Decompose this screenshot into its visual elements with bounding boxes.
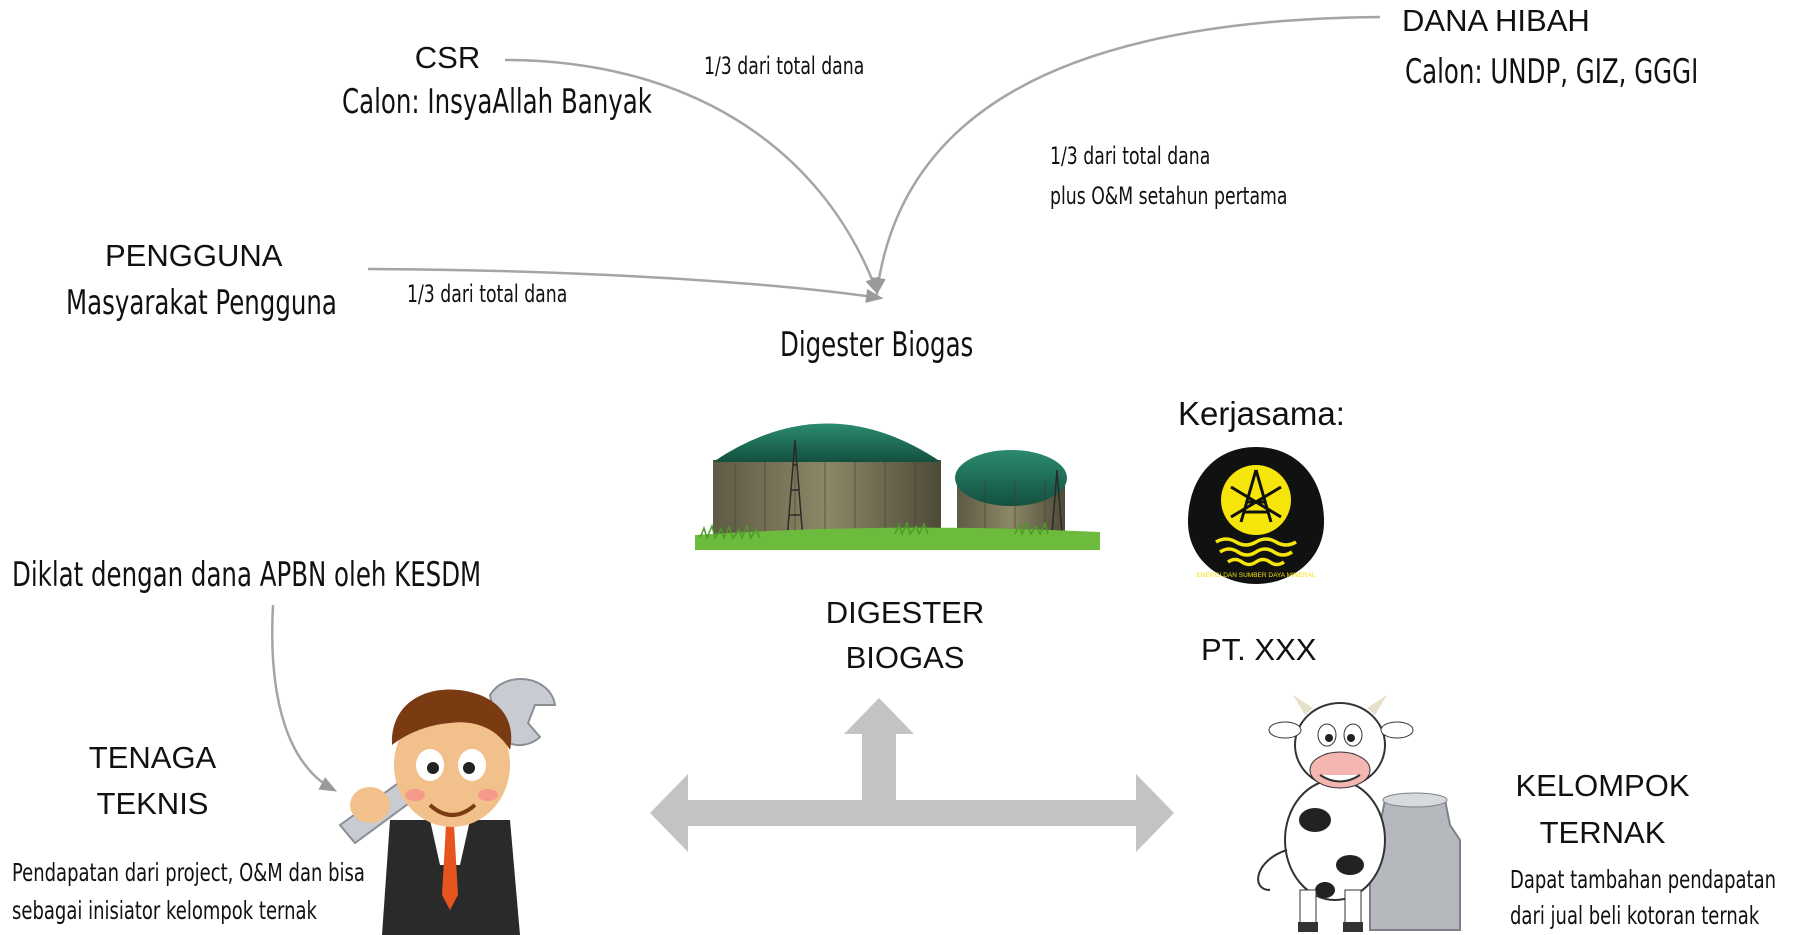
teknis-desc-line2: sebagai inisiator kelompok ternak	[12, 896, 317, 925]
cow-image	[1257, 695, 1461, 932]
teknis-desc-line1: Pendapatan dari project, O&M dan bisa	[12, 858, 365, 887]
technician-image	[338, 678, 557, 935]
biogas-tanks-image	[695, 423, 1100, 550]
csr-subtitle: Calon: InsyaAllah Banyak	[342, 82, 652, 122]
target-label: Digester Biogas	[780, 325, 974, 365]
diklat-label: Diklat dengan dana APBN oleh KESDM	[12, 555, 482, 595]
pengguna-share-label: 1/3 dari total dana	[407, 280, 568, 308]
diklat-flow-arrow	[271, 604, 338, 792]
csr-share-label: 1/3 dari total dana	[704, 52, 865, 80]
ternak-title-line1: KELOMPOK	[1515, 768, 1690, 803]
digester-label-line1: DIGESTER	[825, 595, 985, 630]
esdm-logo-text: ENERGI DAN SUMBER DAYA MINERAL	[1197, 572, 1316, 579]
esdm-logo: ENERGI DAN SUMBER DAYA MINERAL	[1188, 447, 1324, 584]
ternak-desc-line1: Dapat tambahan pendapatan	[1510, 865, 1776, 894]
csr-flow-arrow	[504, 58, 879, 296]
hibah-share-label-1: 1/3 dari total dana	[1050, 142, 1211, 170]
hibah-title: DANA HIBAH	[1402, 3, 1590, 38]
teknis-title-line1: TENAGA	[88, 740, 217, 775]
company-label: PT. XXX	[1201, 632, 1317, 667]
pengguna-title: PENGGUNA	[105, 238, 283, 273]
hibah-flow-arrow	[871, 15, 1381, 296]
csr-title: CSR	[414, 40, 481, 75]
pengguna-subtitle: Masyarakat Pengguna	[66, 283, 337, 323]
pengguna-flow-arrow	[367, 267, 884, 303]
ternak-title-line2: TERNAK	[1539, 815, 1666, 850]
kerjasama-label: Kerjasama:	[1178, 395, 1345, 432]
three-way-arrow	[650, 698, 1174, 852]
digester-label-line2: BIOGAS	[845, 640, 965, 675]
hibah-share-label-2: plus O&M setahun pertama	[1050, 182, 1288, 210]
hibah-subtitle: Calon: UNDP, GIZ, GGGI	[1405, 52, 1699, 92]
ternak-desc-line2: dari jual beli kotoran ternak	[1510, 901, 1760, 930]
teknis-title-line2: TEKNIS	[96, 786, 209, 821]
